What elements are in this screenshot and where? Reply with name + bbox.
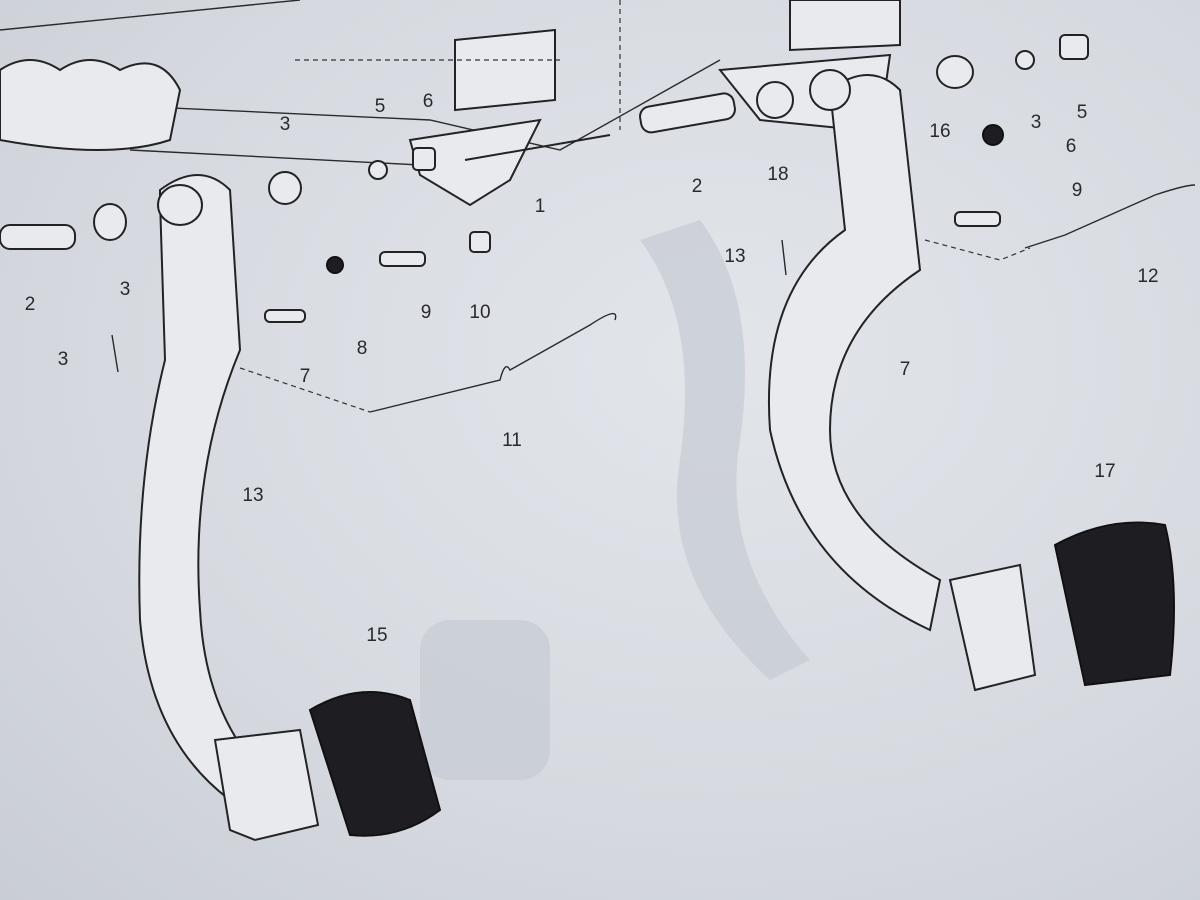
callout-15: 15 — [366, 625, 387, 646]
pedal-pad-right — [948, 563, 1037, 692]
callout-13: 13 — [724, 246, 745, 267]
show-through — [420, 220, 810, 780]
callout-3: 3 — [120, 279, 131, 300]
callout-2: 2 — [25, 294, 36, 315]
callout-12: 12 — [1137, 266, 1158, 287]
callout-6: 6 — [423, 91, 434, 112]
callout-7: 7 — [900, 359, 911, 380]
callout-11: 11 — [502, 430, 522, 451]
brake-pedal-right — [767, 69, 1175, 692]
pedal-pad-left — [213, 728, 320, 842]
callout-13: 13 — [242, 485, 263, 506]
callout-3: 3 — [1031, 112, 1042, 133]
mounting-bracket — [0, 0, 901, 207]
callout-3: 3 — [58, 349, 69, 370]
pedal-rubber-16 — [308, 691, 442, 837]
small-parts — [0, 34, 1196, 413]
callout-9: 9 — [421, 302, 432, 323]
callout-3: 3 — [280, 114, 291, 135]
callout-5: 5 — [1077, 102, 1088, 123]
callout-10: 10 — [469, 302, 490, 323]
callout-17: 17 — [1094, 461, 1115, 482]
callout-1: 1 — [535, 196, 546, 217]
callout-7: 7 — [300, 366, 311, 387]
callout-8: 8 — [357, 338, 368, 359]
pedal-rubber-18 — [1053, 521, 1175, 687]
callout-5: 5 — [375, 96, 386, 117]
callout-2: 2 — [692, 176, 703, 197]
callout-18: 18 — [767, 164, 788, 185]
callout-9: 9 — [1072, 180, 1083, 201]
clutch-pedal-left — [138, 174, 442, 842]
callout-16: 16 — [929, 121, 950, 142]
callout-6: 6 — [1066, 136, 1077, 157]
